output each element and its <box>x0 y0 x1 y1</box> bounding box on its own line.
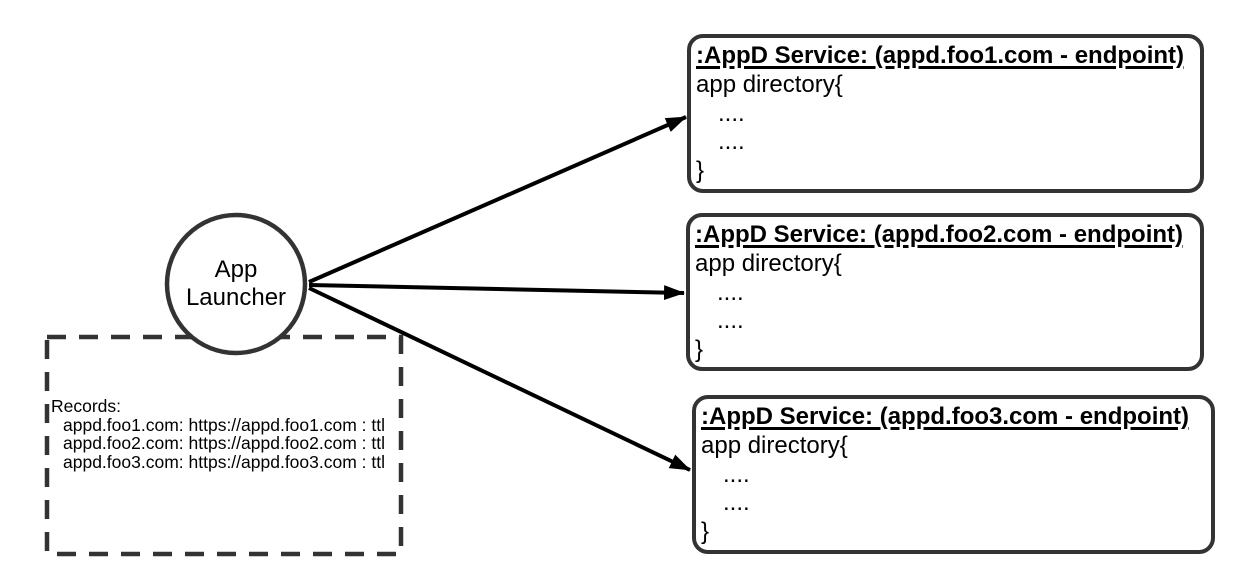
app-launcher-label: App Launcher <box>156 256 316 312</box>
service-body-line: } <box>695 335 704 363</box>
records-panel: Records: appd.foo1.com: https://appd.foo… <box>51 397 403 471</box>
record-line: appd.foo3.com: https://appd.foo3.com : t… <box>63 451 385 472</box>
service-body-line: app directory{ <box>696 71 843 98</box>
app-launcher-label-line1: App <box>214 256 258 283</box>
service-title: :AppD Service: (appd.foo2.com - endpoint… <box>695 221 1184 248</box>
service-body-line: app directory{ <box>701 432 848 459</box>
record-line: appd.foo1.com: https://appd.foo1.com : t… <box>63 414 385 435</box>
service-body-line: .... <box>717 278 744 306</box>
app-launcher-circle <box>164 212 308 356</box>
service-box-foo3: :AppD Service: (appd.foo3.com - endpoint… <box>692 395 1215 554</box>
service-body-line: .... <box>717 307 744 334</box>
arrow-to-service-2 <box>308 283 685 301</box>
service-body-line: app directory{ <box>695 250 842 277</box>
service-body-line: } <box>701 517 710 545</box>
service-body-line: .... <box>718 99 745 127</box>
service-body-line: .... <box>723 489 750 516</box>
app-launcher-label-line2: Launcher <box>185 284 287 311</box>
service-title: :AppD Service: (appd.foo1.com - endpoint… <box>696 42 1185 69</box>
service-title: :AppD Service: (appd.foo3.com - endpoint… <box>701 403 1190 430</box>
service-body-line: .... <box>723 460 750 488</box>
service-body-line: .... <box>718 128 745 155</box>
arrow-to-service-1 <box>308 115 687 284</box>
service-box-foo2: :AppD Service: (appd.foo2.com - endpoint… <box>686 213 1204 371</box>
service-box-foo1: :AppD Service: (appd.foo1.com - endpoint… <box>687 34 1204 193</box>
arrow-to-service-3 <box>308 286 691 472</box>
record-line: appd.foo2.com: https://appd.foo2.com : t… <box>63 433 385 453</box>
service-body-line: } <box>696 156 705 184</box>
records-title: Records: <box>51 396 122 416</box>
